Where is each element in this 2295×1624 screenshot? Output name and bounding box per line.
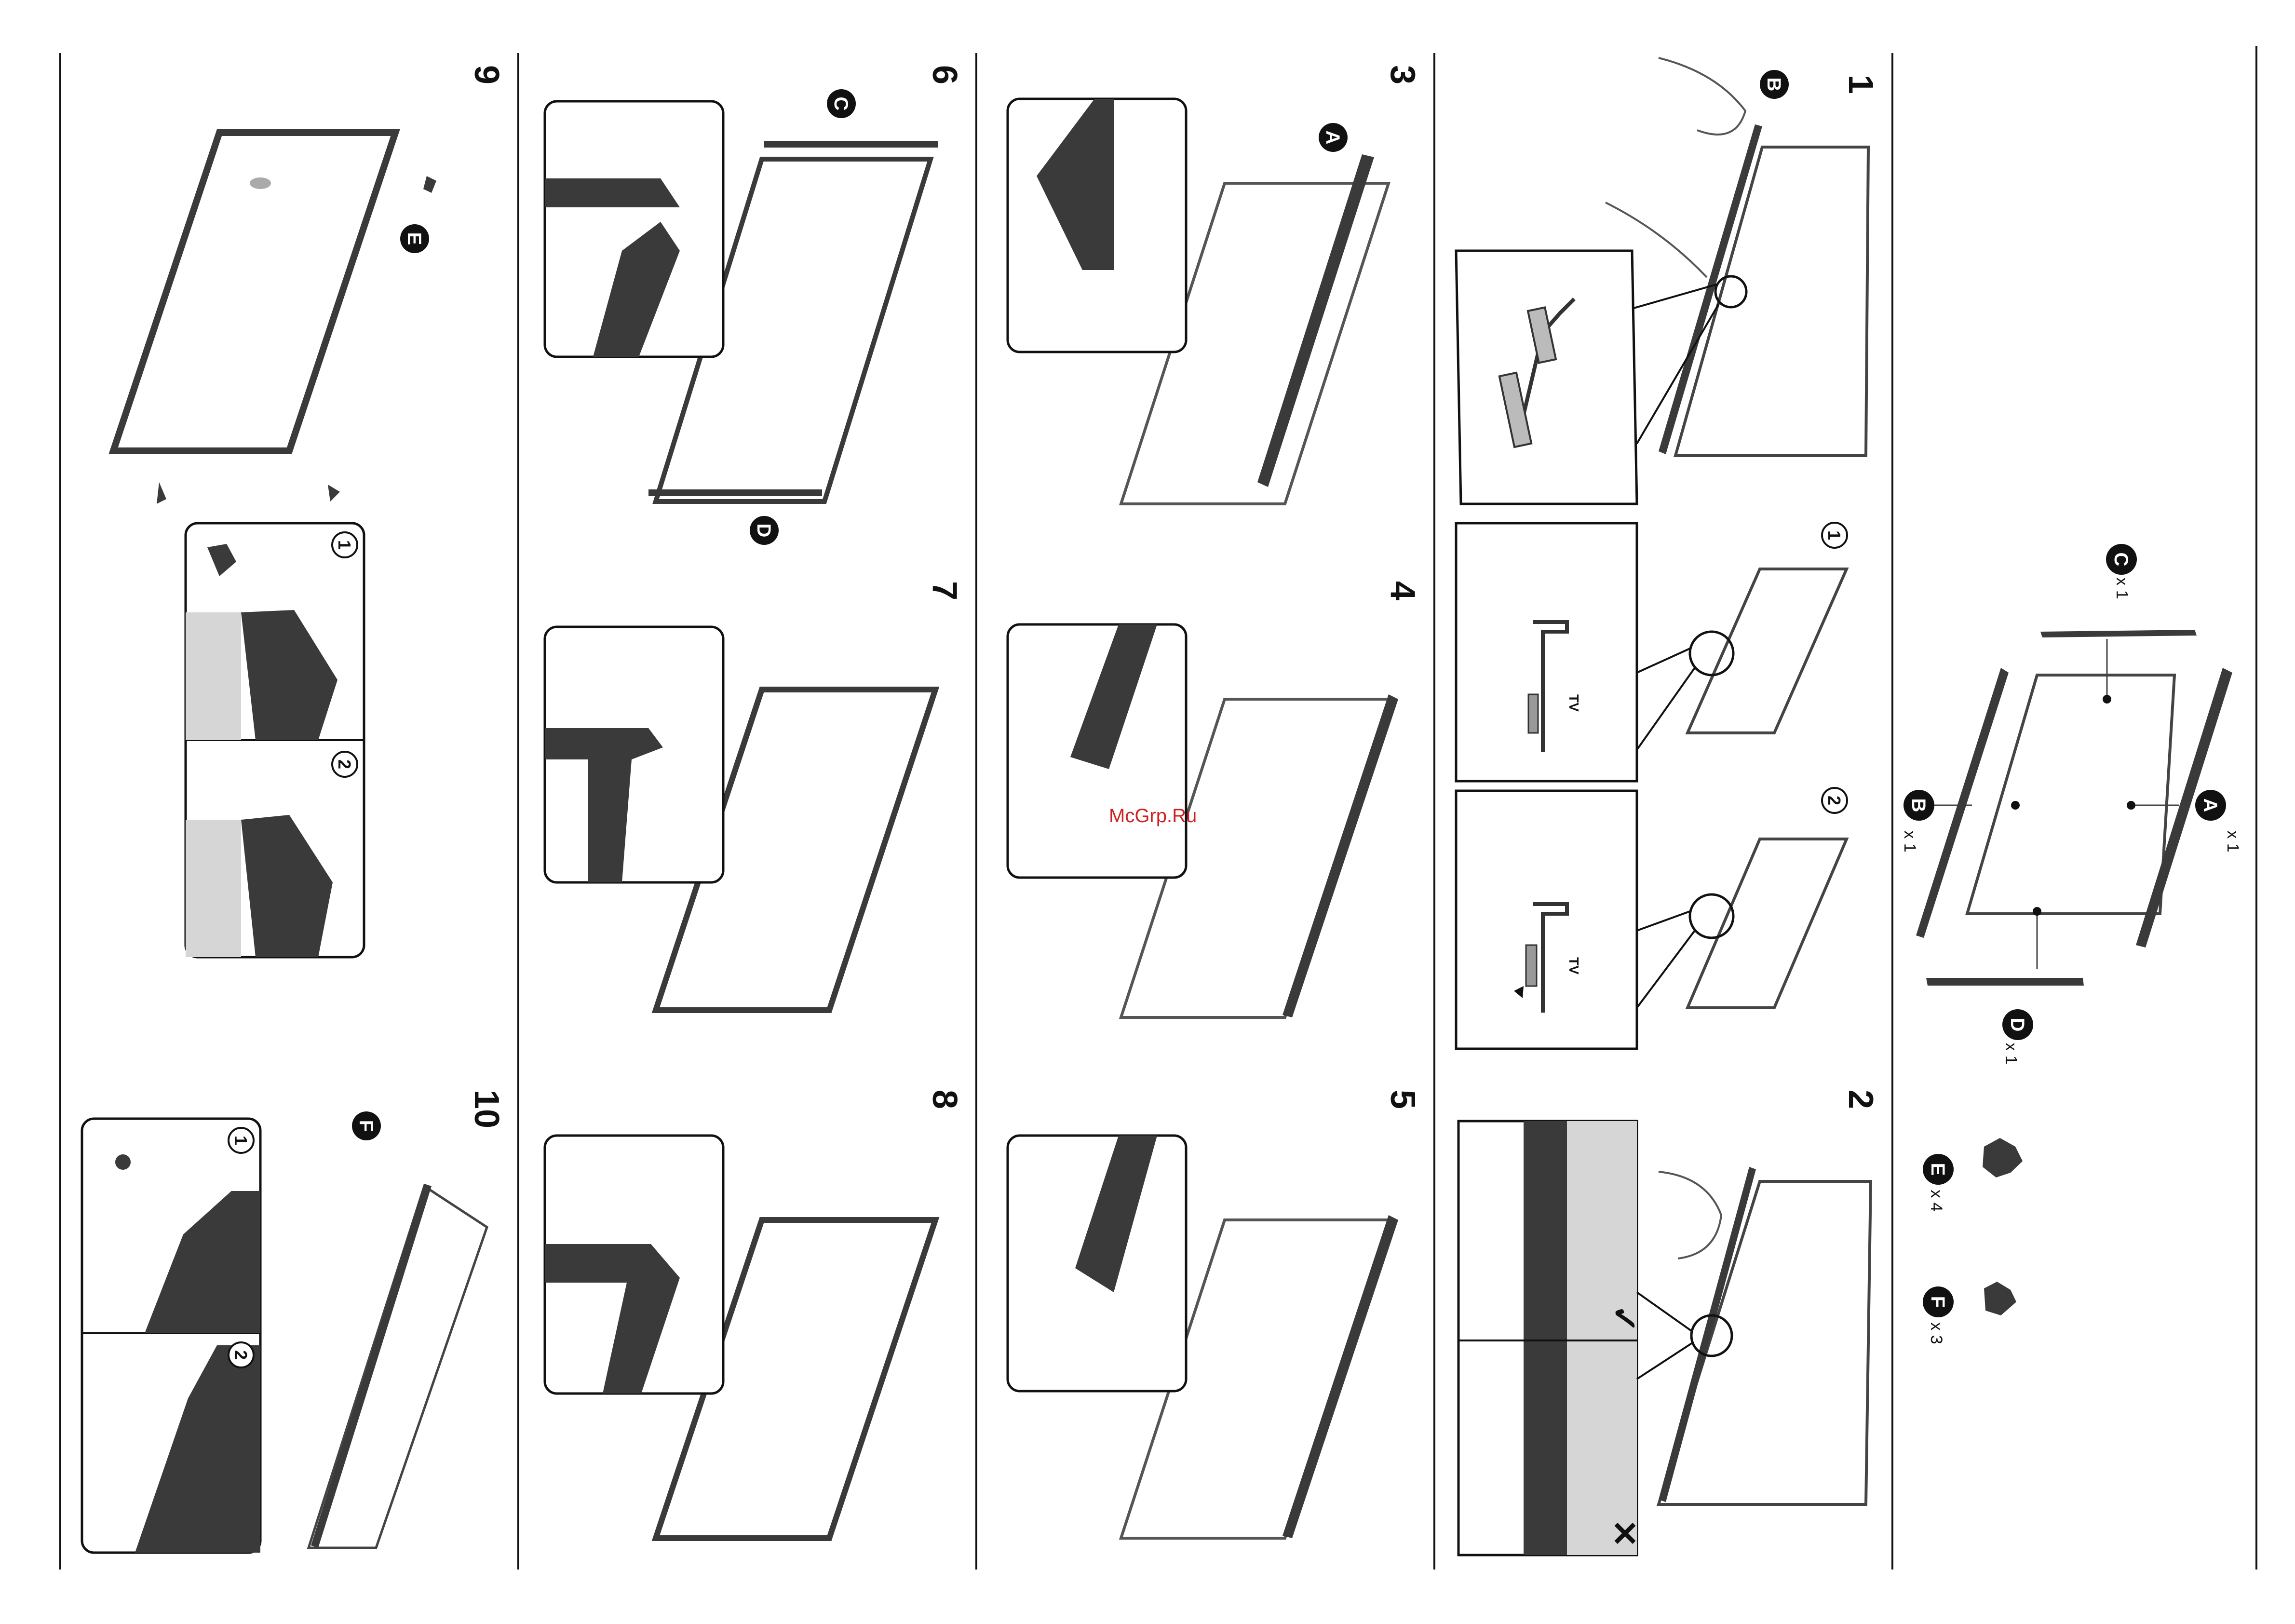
step-5-number: 5 [1383, 1090, 1422, 1109]
sub-step-1-marker: 1 [1822, 523, 1847, 548]
step-1-callout-b: B [1760, 70, 1789, 99]
svg-text:1: 1 [335, 540, 354, 550]
svg-text:C: C [830, 97, 851, 111]
svg-text:F: F [1927, 1296, 1948, 1308]
step-10-callout-f: F [352, 1111, 381, 1140]
step-9-detail-2-marker: 2 [332, 752, 357, 777]
step-1-number: 1 [1841, 75, 1880, 94]
step-9-number: 9 [467, 65, 506, 84]
svg-text:2: 2 [335, 759, 354, 769]
step-7-number: 7 [925, 581, 964, 600]
svg-text:B: B [1763, 78, 1784, 92]
step-9-callout-e: E [400, 224, 429, 253]
svg-text:D: D [753, 524, 774, 538]
wrong-mark: ✕ [1606, 1519, 1643, 1548]
step-9-detail-1-marker: 1 [332, 532, 357, 557]
svg-text:x 1: x 1 [2002, 1042, 2020, 1064]
sub-step-2-marker: 2 [1822, 788, 1847, 813]
step-10-number: 10 [467, 1090, 506, 1128]
steps-6-8-figures [545, 101, 938, 1538]
step-3-number: 3 [1383, 65, 1422, 84]
svg-text:B: B [1908, 798, 1929, 812]
svg-text:2: 2 [231, 1350, 251, 1360]
svg-text:A: A [1322, 131, 1343, 145]
step-6-number: 6 [925, 65, 964, 84]
svg-text:D: D [2007, 1018, 2028, 1032]
step-3-callout-a: A [1319, 123, 1348, 152]
svg-text:F: F [355, 1120, 377, 1132]
steps-3-5-figures [1008, 99, 1398, 1538]
watermark: McGrp.Ru [1109, 805, 1197, 826]
step-10-detail-2-marker: 2 [229, 1342, 254, 1367]
svg-text:C: C [2110, 553, 2132, 567]
svg-text:E: E [1927, 1163, 1948, 1176]
svg-text:x 1: x 1 [2113, 577, 2131, 599]
svg-text:A: A [2200, 798, 2221, 812]
svg-text:2: 2 [1824, 796, 1844, 805]
svg-text:x 1: x 1 [2224, 830, 2242, 852]
step-8-number: 8 [925, 1090, 964, 1109]
step-2-number: 2 [1841, 1090, 1880, 1109]
step-4-number: 4 [1383, 581, 1422, 600]
svg-text:1: 1 [1824, 530, 1844, 540]
step-10-detail-1-marker: 1 [229, 1128, 254, 1153]
svg-text:1: 1 [231, 1136, 251, 1145]
svg-text:x 3: x 3 [1927, 1322, 1945, 1344]
correct-mark: ✓ [1606, 1305, 1643, 1333]
svg-text:x 4: x 4 [1927, 1190, 1945, 1211]
tv-label-2: TV [1566, 957, 1581, 974]
svg-text:x 1: x 1 [1901, 830, 1919, 852]
step-6-callout-d: D [750, 516, 779, 545]
svg-text:E: E [404, 232, 425, 245]
step-6-callout-c: C [827, 89, 856, 118]
tv-label-1: TV [1566, 694, 1581, 712]
